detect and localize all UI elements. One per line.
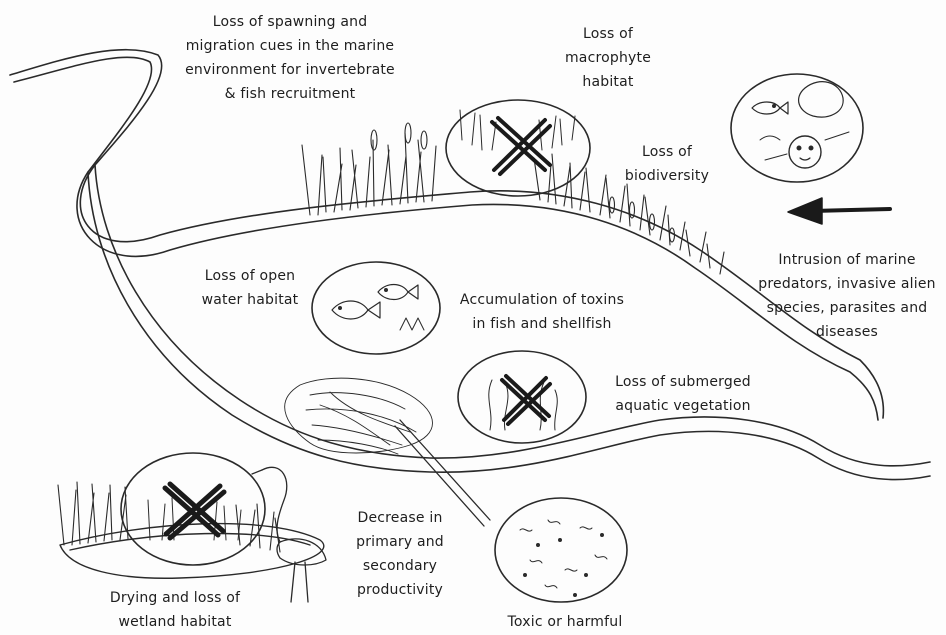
label-submerged-vegetation: Loss of submerged aquatic vegetation xyxy=(598,370,768,418)
label-line: biodiversity xyxy=(612,164,722,188)
label-macrophyte-habitat: Loss of macrophyte habitat xyxy=(548,22,668,94)
submerged-vegetation-circle xyxy=(458,351,586,443)
macrophyte-circle xyxy=(446,100,590,196)
label-productivity-decrease: Decrease in primary and secondary produc… xyxy=(340,506,460,602)
label-line: Loss of open xyxy=(190,264,310,288)
label-line: aquatic vegetation xyxy=(598,394,768,418)
label-line: Intrusion of marine xyxy=(752,248,942,272)
label-line: species, parasites and xyxy=(752,296,942,320)
label-line: diseases xyxy=(752,320,942,344)
label-line: environment for invertebrate xyxy=(170,58,410,82)
label-line: wetland habitat xyxy=(90,610,260,634)
wading-bird xyxy=(252,467,326,602)
intrusion-arrow xyxy=(788,198,890,224)
label-line: habitat xyxy=(548,70,668,94)
label-line: Decrease in xyxy=(340,506,460,530)
label-line: Loss of xyxy=(612,140,722,164)
label-open-water-habitat: Loss of open water habitat xyxy=(190,264,310,312)
label-line: Loss of xyxy=(548,22,668,46)
marine-intrusion-circle xyxy=(731,74,863,182)
label-line: predators, invasive alien xyxy=(752,272,942,296)
label-toxin-accumulation: Accumulation of toxins in fish and shell… xyxy=(452,288,632,336)
open-water-circle xyxy=(312,262,440,354)
label-line: Toxic or harmful xyxy=(495,610,635,634)
label-line: primary and xyxy=(340,530,460,554)
label-line: secondary xyxy=(340,554,460,578)
label-line: in fish and shellfish xyxy=(452,312,632,336)
label-marine-intrusion: Intrusion of marine predators, invasive … xyxy=(752,248,942,344)
label-line: Drying and loss of xyxy=(90,586,260,610)
label-line: productivity xyxy=(340,578,460,602)
label-line: Accumulation of toxins xyxy=(452,288,632,312)
wetland-pool xyxy=(60,524,324,579)
label-wetland-habitat: Drying and loss of wetland habitat xyxy=(90,586,260,634)
label-line: & fish recruitment xyxy=(170,82,410,106)
label-spawning-migration-cues: Loss of spawning and migration cues in t… xyxy=(170,10,410,106)
label-line: water habitat xyxy=(190,288,310,312)
wetland-circle xyxy=(121,453,265,565)
harmful-algae-circle xyxy=(495,498,627,602)
label-harmful-algae: Toxic or harmful xyxy=(495,610,635,634)
label-biodiversity: Loss of biodiversity xyxy=(612,140,722,188)
algal-mat xyxy=(285,378,490,526)
label-line: macrophyte xyxy=(548,46,668,70)
label-line: Loss of spawning and xyxy=(170,10,410,34)
label-line: migration cues in the marine xyxy=(170,34,410,58)
label-line: Loss of submerged xyxy=(598,370,768,394)
